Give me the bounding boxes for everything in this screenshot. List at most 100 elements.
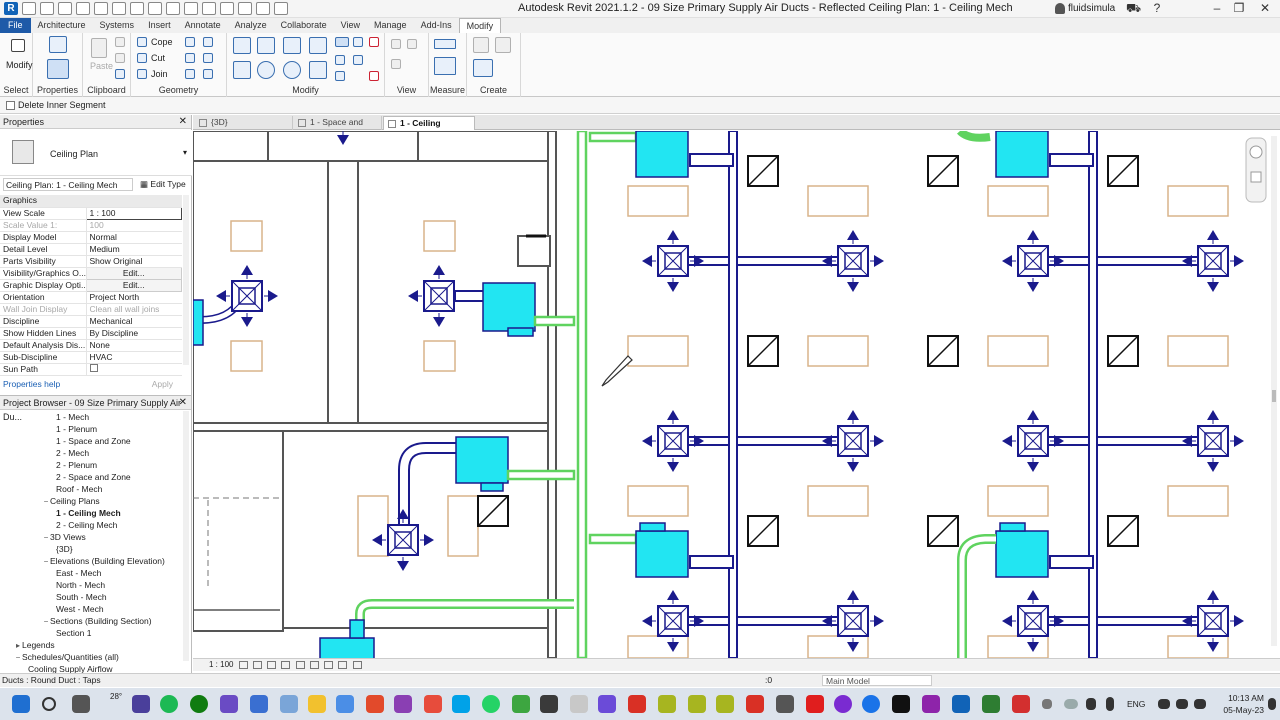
paste-icon[interactable] [91,38,107,58]
supply-diffuser-line[interactable] [1017,245,1049,277]
airflow-arrow[interactable] [241,265,253,275]
prop-value[interactable]: Mechanical [86,315,182,328]
whatsapp-icon[interactable] [482,695,500,713]
create-assembly-icon[interactable] [473,37,489,53]
app-icon[interactable] [688,695,706,713]
pin-icon[interactable] [369,37,379,47]
ceiling-tile[interactable] [1167,335,1229,367]
windows-start-icon[interactable] [12,695,30,713]
battery-status-icon[interactable] [1194,699,1206,709]
supply-diffuser-core[interactable] [1024,252,1042,270]
supply-duct[interactable] [506,469,576,481]
close-hidden-icon[interactable] [256,2,270,15]
supply-diffuser-line[interactable] [1017,605,1049,637]
airflow-arrow[interactable] [1207,590,1219,600]
airflow-arrow[interactable] [874,255,884,267]
ceiling-tile[interactable] [987,485,1049,517]
supply-diffuser-core[interactable] [430,287,448,305]
air-handling-unit[interactable] [319,637,375,658]
airflow-arrow[interactable] [397,561,409,571]
app-icon[interactable] [746,695,764,713]
ceiling-tile[interactable] [423,220,456,252]
properties-icon[interactable] [47,59,69,79]
air-handling-unit[interactable] [349,619,365,639]
app-icon[interactable] [424,695,442,713]
type-properties-icon[interactable] [49,36,67,53]
ceiling-tile[interactable] [627,185,689,217]
visual-style-icon[interactable] [252,660,262,669]
ceiling-plan-drawing[interactable] [193,131,1280,658]
airflow-arrow[interactable] [1054,255,1064,267]
browser-node[interactable]: −Sections (Building Section) [0,615,184,627]
browser-node[interactable]: −Ceiling Plans [0,495,184,507]
delete-icon[interactable] [369,71,379,81]
drawing-canvas[interactable] [193,131,1280,658]
airflow-arrow[interactable] [1234,435,1244,447]
return-grille-line[interactable] [1107,155,1139,187]
properties-help-link[interactable]: Properties help [3,379,61,389]
cloud-icon[interactable] [1064,699,1078,709]
3d-view-icon[interactable] [202,2,216,15]
supply-diffuser-core[interactable] [844,252,862,270]
airflow-arrow[interactable] [1207,410,1219,420]
browser-node[interactable]: ▸Legends [0,639,184,651]
supply-duct[interactable] [576,131,588,658]
design-option-dropdown[interactable]: Main Model [822,675,932,686]
detail-level-icon[interactable] [238,660,248,669]
steering-wheel-icon[interactable] [1249,145,1263,159]
browser-node[interactable]: 2 - Ceiling Mech [0,519,184,531]
mirror-draw-icon[interactable] [309,37,327,54]
airflow-arrow[interactable] [1027,230,1039,240]
browser-node[interactable]: Cooling Supply Airflow [0,663,184,675]
cut-clip-icon[interactable] [115,37,125,47]
proton-icon[interactable] [394,695,412,713]
airflow-arrow[interactable] [874,615,884,627]
tab-modify[interactable]: Modify [458,18,502,33]
airflow-arrow[interactable] [1207,462,1219,472]
airflow-arrow[interactable] [433,265,445,275]
airflow-arrow[interactable] [1002,435,1012,447]
revit-logo-icon[interactable]: R [4,2,18,15]
return-grille-line[interactable] [927,335,959,367]
wifi-icon[interactable] [1158,699,1170,709]
xbox-icon[interactable] [190,695,208,713]
airflow-arrow[interactable] [642,615,652,627]
file-explorer-icon[interactable] [308,695,326,713]
supply-diffuser-core[interactable] [1024,612,1042,630]
airflow-arrow[interactable] [424,534,434,546]
app-icon[interactable] [922,695,940,713]
airflow-arrow[interactable] [1234,615,1244,627]
airflow-arrow[interactable] [1207,282,1219,292]
supply-diffuser-core[interactable] [1204,252,1222,270]
air-handling-unit[interactable] [193,299,204,346]
airflow-arrow[interactable] [1027,282,1039,292]
tab-insert[interactable]: Insert [148,20,171,30]
volume-icon[interactable] [1176,699,1188,709]
expand-toggle-icon[interactable]: ▸ [15,641,20,650]
airflow-arrow[interactable] [1182,255,1192,267]
airflow-arrow[interactable] [372,534,382,546]
print-icon[interactable] [112,2,126,15]
air-handling-unit[interactable] [507,327,534,337]
browser-node[interactable]: East - Mech [0,567,184,579]
app-icon[interactable] [982,695,1000,713]
wall-joins-icon[interactable] [185,37,195,47]
browser-node[interactable]: −3D Views [0,531,184,543]
ceiling-tile[interactable] [230,220,263,252]
airflow-arrow[interactable] [642,255,652,267]
app-icon[interactable] [452,695,470,713]
demolish-icon[interactable] [203,53,213,63]
browser-node[interactable]: {3D} [0,543,184,555]
expand-toggle-icon[interactable]: − [43,617,49,626]
battery-icon[interactable] [1086,698,1096,710]
airflow-arrow[interactable] [874,435,884,447]
browser-node[interactable]: 2 - Plenum [0,459,184,471]
search-icon[interactable] [42,697,56,711]
tab-view[interactable]: View [340,20,361,30]
tag-icon[interactable] [166,2,180,15]
language-indicator[interactable]: ENG [1127,699,1146,709]
join-button[interactable]: Join [151,69,168,79]
view-tab-3d[interactable]: {3D} [195,116,293,130]
airflow-arrow[interactable] [694,435,704,447]
